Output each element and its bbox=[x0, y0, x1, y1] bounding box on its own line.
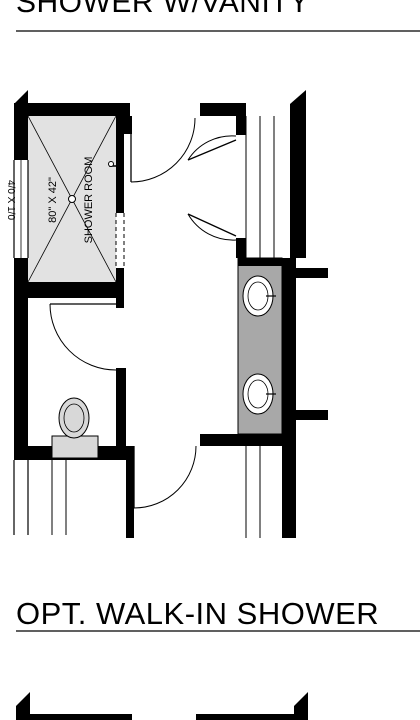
door-swing-arc bbox=[49, 303, 117, 371]
vanity-back-wall bbox=[282, 258, 296, 434]
plan-title-shower-vanity: SHOWER W/VANITY bbox=[16, 0, 310, 19]
wc-right-wall bbox=[116, 368, 126, 458]
toilet-seat bbox=[63, 403, 85, 433]
top-wall bbox=[16, 714, 132, 720]
toilet-bowl bbox=[58, 397, 90, 439]
plan-title-walk-in-shower: OPT. WALK-IN SHOWER bbox=[16, 596, 380, 631]
closet-door bbox=[187, 139, 237, 161]
shower-bottom-wall bbox=[14, 282, 124, 298]
toilet-tank bbox=[51, 435, 99, 459]
left-exterior-wall bbox=[16, 692, 30, 720]
room-size-label: 80" X 42" bbox=[47, 177, 59, 223]
door-swing-arc bbox=[187, 135, 237, 161]
wall-stub bbox=[296, 268, 328, 278]
door-jamb bbox=[124, 116, 132, 134]
door-swing-arc bbox=[130, 117, 196, 183]
wc-wall bbox=[116, 298, 124, 308]
right-exterior-wall bbox=[294, 692, 308, 720]
left-exterior-wall-lower bbox=[14, 300, 28, 460]
shower-top-wall bbox=[14, 103, 130, 116]
shower-drain bbox=[68, 195, 76, 203]
door-swing-arc bbox=[133, 445, 197, 509]
top-wall bbox=[196, 714, 296, 720]
right-exterior-wall-lower bbox=[282, 446, 296, 538]
shower-right-wall bbox=[116, 103, 124, 213]
room-name-label: SHOWER ROOM bbox=[83, 157, 95, 244]
hall-left-wall-lower bbox=[126, 446, 134, 538]
upper-plan bbox=[13, 90, 328, 538]
vanity-bottom-wall bbox=[200, 434, 296, 446]
door-swing-arc bbox=[187, 213, 237, 241]
lower-plan bbox=[16, 692, 308, 720]
shower-head bbox=[108, 161, 114, 167]
closet-jamb bbox=[236, 238, 246, 258]
closet-jamb bbox=[236, 116, 246, 135]
closet-top-wall bbox=[200, 103, 246, 116]
closet-door bbox=[187, 213, 237, 237]
vanity-top-edge bbox=[238, 258, 282, 266]
wall-stub bbox=[296, 410, 328, 420]
right-exterior-wall bbox=[290, 90, 306, 258]
window-dimension-label: 4/0 X 1/0 bbox=[5, 180, 16, 220]
